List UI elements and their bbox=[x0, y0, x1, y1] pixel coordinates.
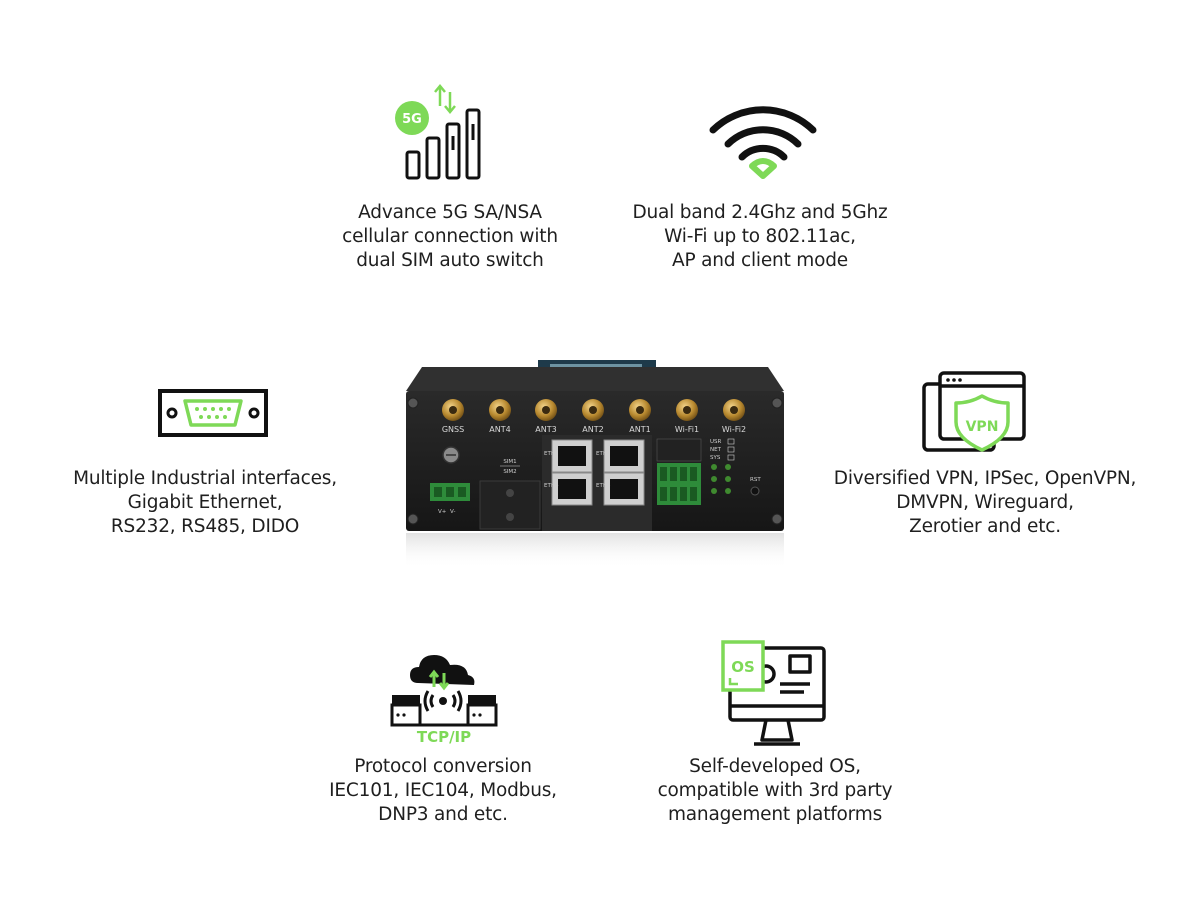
interfaces-caption: Multiple Industrial interfaces, Gigabit … bbox=[55, 467, 355, 539]
caption-line: AP and client mode bbox=[672, 250, 848, 271]
caption-line: IEC101, IEC104, Modbus, bbox=[329, 780, 557, 801]
tcp-ip-badge: TCP/IP bbox=[417, 728, 471, 745]
reset-button[interactable] bbox=[750, 486, 760, 496]
caption-line: Protocol conversion bbox=[354, 756, 532, 777]
antenna-label: GNSS bbox=[442, 425, 464, 434]
serial-port-icon bbox=[158, 389, 268, 437]
led-label: SYS bbox=[710, 455, 721, 461]
5g-signal-icon: 5G bbox=[395, 84, 481, 180]
feature-vpn: VPN Diversified VPN, IPSec, OpenVPN, DMV… bbox=[820, 370, 1150, 550]
led-label: NET bbox=[710, 447, 722, 453]
5g-badge: 5G bbox=[402, 112, 422, 127]
status-leds bbox=[711, 464, 731, 494]
feature-os: OS Self-developed OS, compatible with 3r… bbox=[625, 640, 925, 835]
wifi-caption: Dual band 2.4Ghz and 5Ghz Wi-Fi up to 80… bbox=[610, 201, 910, 273]
vpn-shield-icon: VPN bbox=[922, 371, 1026, 452]
caption-line: Multiple Industrial interfaces, bbox=[73, 468, 337, 489]
reset-label: RST bbox=[750, 477, 761, 483]
caption-line: compatible with 3rd party bbox=[657, 780, 893, 801]
sim-label: SIM1 bbox=[503, 459, 516, 465]
feature-protocol: TCP/IP Protocol conversion IEC101, IEC10… bbox=[293, 645, 593, 835]
caption-line: Dual band 2.4Ghz and 5Ghz bbox=[632, 202, 888, 223]
antenna-label: ANT1 bbox=[629, 425, 650, 434]
power-label: V- bbox=[450, 509, 455, 515]
caption-line: Advance 5G SA/NSA bbox=[358, 202, 542, 223]
caption-line: dual SIM auto switch bbox=[356, 250, 544, 271]
antenna-label: ANT3 bbox=[535, 425, 556, 434]
antenna-label: Wi-Fi2 bbox=[722, 425, 746, 434]
cellular-caption: Advance 5G SA/NSA cellular connection wi… bbox=[300, 201, 600, 273]
caption-line: DNP3 and etc. bbox=[378, 804, 508, 825]
os-caption: Self-developed OS, compatible with 3rd p… bbox=[625, 755, 925, 827]
eth-label: ETH2 bbox=[544, 451, 558, 457]
feature-cellular: 5G Advance 5G SA/NSA cellular connection… bbox=[300, 80, 600, 280]
antenna-label: ANT4 bbox=[489, 425, 510, 434]
os-badge: OS bbox=[731, 658, 755, 676]
caption-line: cellular connection with bbox=[342, 226, 558, 247]
caption-line: Diversified VPN, IPSec, OpenVPN, bbox=[833, 468, 1137, 489]
feature-wifi: Dual band 2.4Ghz and 5Ghz Wi-Fi up to 80… bbox=[610, 80, 910, 280]
feature-interfaces: Multiple Industrial interfaces, Gigabit … bbox=[55, 380, 355, 550]
caption-line: Gigabit Ethernet, bbox=[127, 492, 283, 513]
os-monitor-icon: OS bbox=[721, 640, 826, 746]
vpn-caption: Diversified VPN, IPSec, OpenVPN, DMVPN, … bbox=[820, 467, 1150, 539]
antenna-label: ANT2 bbox=[582, 425, 603, 434]
caption-line: management platforms bbox=[667, 804, 883, 825]
ethernet-ports bbox=[551, 439, 645, 506]
protocol-caption: Protocol conversion IEC101, IEC104, Modb… bbox=[293, 755, 593, 827]
caption-line: Wi-Fi up to 802.11ac, bbox=[664, 226, 856, 247]
sim-label: SIM2 bbox=[503, 469, 516, 475]
caption-line: RS232, RS485, DIDO bbox=[110, 516, 300, 537]
caption-line: DMVPN, Wireguard, bbox=[896, 492, 1074, 513]
caption-line: Zerotier and etc. bbox=[909, 516, 1061, 537]
router-device: GNSS ANT4 ANT3 ANT2 ANT1 Wi-Fi1 Wi-Fi2 V… bbox=[406, 360, 784, 569]
sim-tray bbox=[479, 480, 541, 530]
vpn-badge: VPN bbox=[966, 419, 999, 435]
power-label: V+ bbox=[438, 509, 447, 515]
wifi-icon bbox=[709, 106, 817, 179]
antenna-label: Wi-Fi1 bbox=[675, 425, 699, 434]
caption-line: Self-developed OS, bbox=[689, 756, 861, 777]
led-label: USR bbox=[710, 439, 722, 445]
eth-label: ETH4 bbox=[544, 483, 559, 489]
eth-label: ETH1 bbox=[596, 451, 610, 457]
eth-label: ETH3 bbox=[596, 483, 611, 489]
tcp-ip-cloud-icon: TCP/IP bbox=[390, 655, 498, 745]
